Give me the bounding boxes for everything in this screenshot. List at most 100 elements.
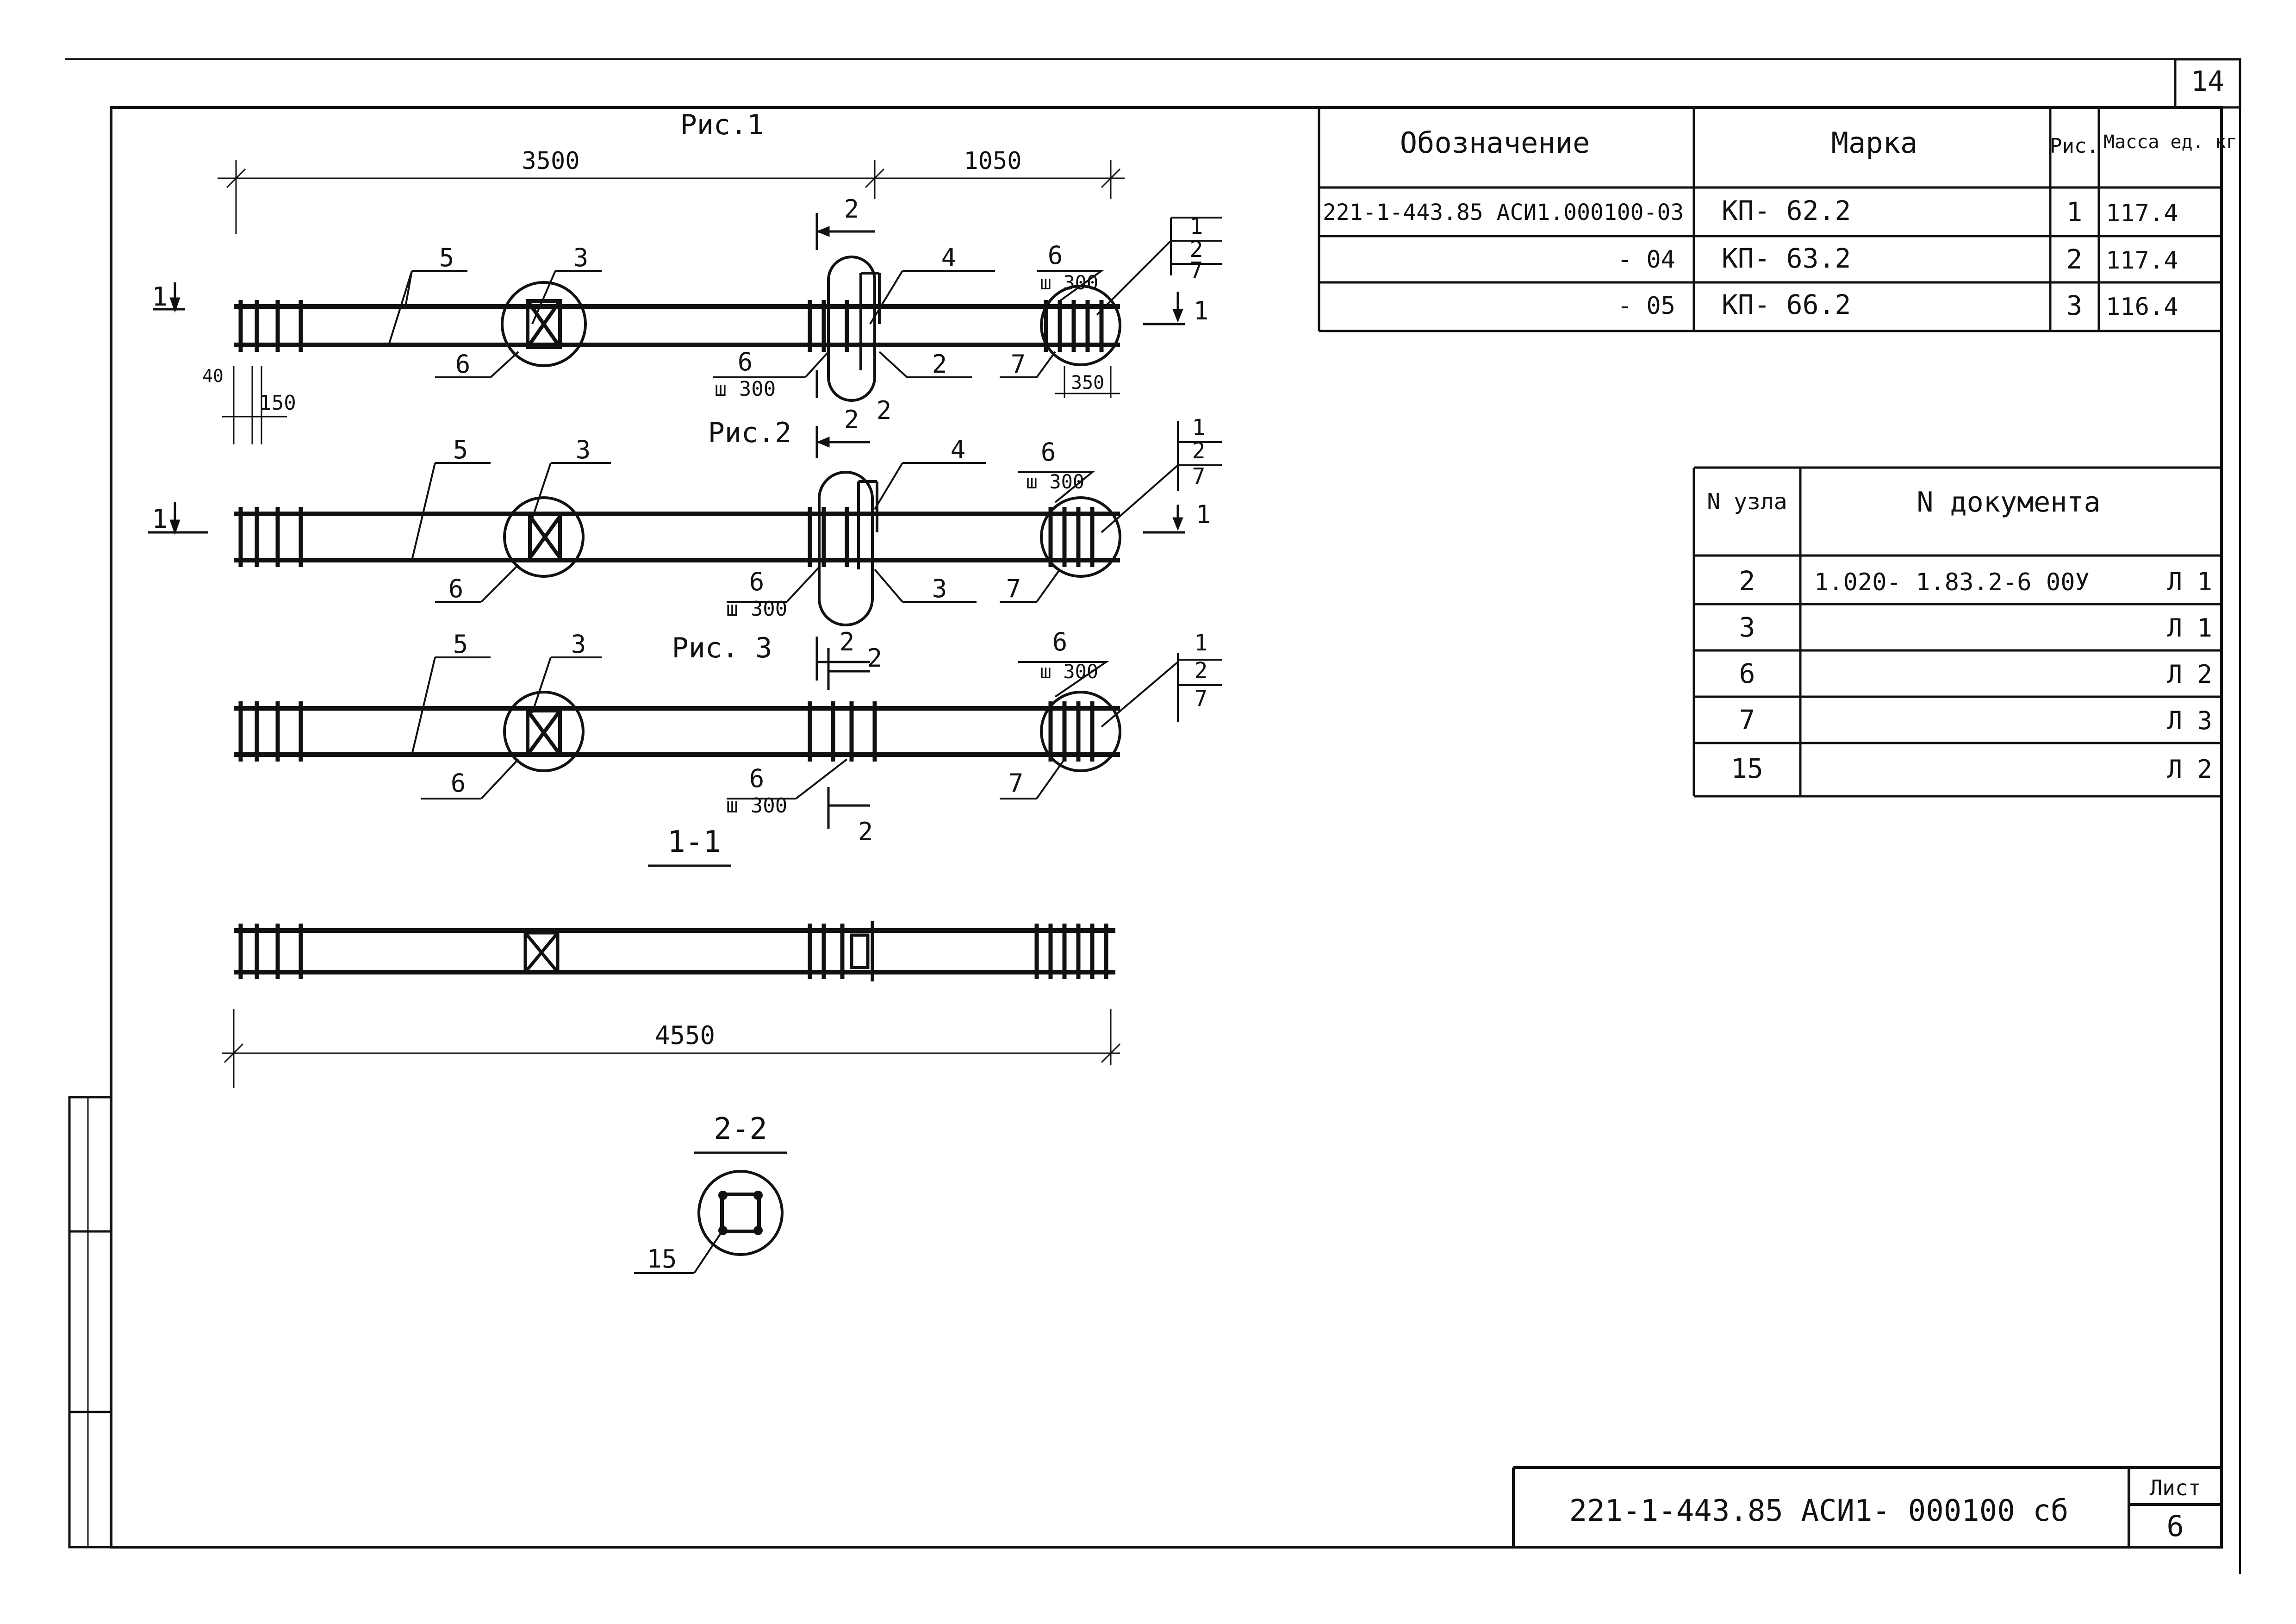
section-mark-1-label-right: 1 [1194,296,1209,325]
section-1-1: 1-1 [222,825,1121,1088]
spec-row-1-mark: КП- 62.2 [1722,195,1851,226]
leaders-fig1 [388,217,1222,378]
plan-beam-stirrups [238,924,1108,979]
callout-3-fig3: 3 [571,630,586,659]
dimension-40-150 [222,366,1120,444]
figure-2: Рис.2 [148,405,1222,681]
leaders-fig3 [411,653,1222,800]
section-2-2-title: 2-2 [714,1112,767,1146]
node-table-grid [1692,466,2221,798]
title-block: 221-1-443.85 АСИ1- 000100 сб Лист 6 [1512,1466,2221,1547]
beam-2-stirrups [238,507,1095,567]
node-row-1-doc: 1.020- 1.83.2-6 00У [1814,568,2090,596]
section-mark-2-fig3 [827,648,870,829]
node-row-5-sheet: Л 2 [2167,755,2212,784]
callout-3-fig2-bottom: 3 [932,574,947,603]
section-mark-1-label-left: 1 [152,282,168,312]
spec-header-fig: Рис. [2050,134,2099,158]
node-row-2-sheet: Л 1 [2167,613,2212,643]
callout-1-stack-fig3: 1 [1195,630,1208,656]
callout-1-stack-fig1: 1 [1190,213,1203,239]
node-row-3-sheet: Л 2 [2167,660,2212,689]
callout-7-stack-fig1: 7 [1190,257,1203,283]
node-header-node: N узла [1707,489,1787,515]
callout-2-stack-fig1: 2 [1190,237,1203,262]
figure-2-title: Рис.2 [708,417,792,449]
spacing-fig1-c: ш 300 [1040,271,1098,294]
title-block-grid [1512,1466,2221,1547]
node-row-1-sheet: Л 1 [2167,567,2212,596]
spacing-fig3-b: ш 300 [726,794,787,818]
callout-6-fig3-b: 6 [749,764,765,793]
spacing-fig2-c: ш 300 [1026,470,1084,493]
embedded-plate-1 [859,272,881,370]
column-section-square [720,1193,761,1233]
spec-row-2-designation: - 04 [1618,246,1675,274]
dimension-3500-1050 [218,160,1125,234]
leader-15 [634,1230,723,1274]
callout-3-fig1: 3 [573,243,589,272]
node-2-capsule [827,256,876,402]
spec-row-3-mark: КП- 66.2 [1722,289,1851,320]
node-row-4-sheet: Л 3 [2167,706,2212,735]
spec-table: Обозначение Марка Рис. Масса ед. кг 221-… [1318,106,2237,332]
sheet-frame [65,58,2241,1574]
section-2-label-top-fig1: 2 [844,194,859,224]
spec-row-1-mass: 117.4 [2106,200,2178,227]
callout-2-fig1: 2 [932,350,947,379]
rebar-dots [718,1191,763,1235]
section-mark-1-left [153,282,185,313]
callout-2-stack-fig3: 2 [1195,658,1208,684]
node-table: N узла N документа 2 1.020- 1.83.2-6 00У… [1692,466,2221,798]
embedded-plate-2 [857,480,878,569]
section-mark-1-label-left-fig2: 1 [152,504,168,534]
section-mark-1-left-fig2 [148,502,208,535]
callout-4-fig2: 4 [951,435,966,464]
node-15-circle [697,1170,784,1256]
dimension-4550: 4550 [655,1021,715,1050]
spec-row-3-mass: 116.4 [2106,293,2178,321]
spacing-fig2-b: ш 300 [726,597,787,621]
sheet-corner-number: 14 [2191,65,2224,98]
figure-1-title: Рис.1 [680,109,764,141]
dimension-40: 40 [202,366,224,386]
node-header-document: N документа [1916,486,2100,518]
spec-table-grid [1318,106,2221,332]
sheet-number: 6 [2166,1509,2184,1543]
section-1-1-title: 1-1 [667,825,721,859]
cross-brace-2 [528,515,562,559]
node-row-4-node: 7 [1739,704,1755,736]
spec-header-designation: Обозначение [1400,126,1590,160]
section-2-label-bottom-fig2: 2 [840,627,855,656]
spacing-fig1-b: ш 300 [715,377,776,401]
section-mark-2-fig1 [815,213,875,398]
beam-3 [234,706,1120,757]
plan-embedded-plate [850,921,874,981]
cross-brace-1 [526,299,562,349]
plan-beam [234,928,1115,974]
spec-row-2-mass: 117.4 [2106,247,2178,275]
spec-header-mass: Масса ед. кг [2103,131,2237,153]
drawing-code: 221-1-443.85 АСИ1- 000100 сб [1569,1494,2069,1528]
callout-5-fig1: 5 [439,243,454,272]
callout-6-fig1-c: 6 [1048,241,1063,270]
section-mark-1-right [1143,292,1185,325]
figure-3: Рис. 3 [234,627,1222,846]
callout-6-fig1-a: 6 [455,350,471,379]
callout-4-fig1: 4 [941,243,957,272]
spec-header-mark: Марка [1831,126,1918,160]
spec-row-2-mark: КП- 63.2 [1722,243,1851,274]
section-2-label-bottom-fig1: 2 [877,396,892,425]
spec-row-3-fig: 3 [2066,290,2083,321]
spec-row-1-designation: 221-1-443.85 АСИ1.000100-03 [1323,200,1684,225]
node-row-2-node: 3 [1739,612,1755,643]
section-2-label-bottom-fig3: 2 [858,817,873,846]
section-mark-1-label-right-fig2: 1 [1196,500,1211,529]
callout-5-fig2: 5 [453,435,468,464]
callout-6-fig3-c: 6 [1052,627,1068,656]
callout-7-fig1: 7 [1011,350,1026,379]
callout-7-fig2: 7 [1006,574,1021,603]
beam-3-stirrups [238,701,1095,762]
section-2-2: 2-2 15 [634,1112,787,1274]
